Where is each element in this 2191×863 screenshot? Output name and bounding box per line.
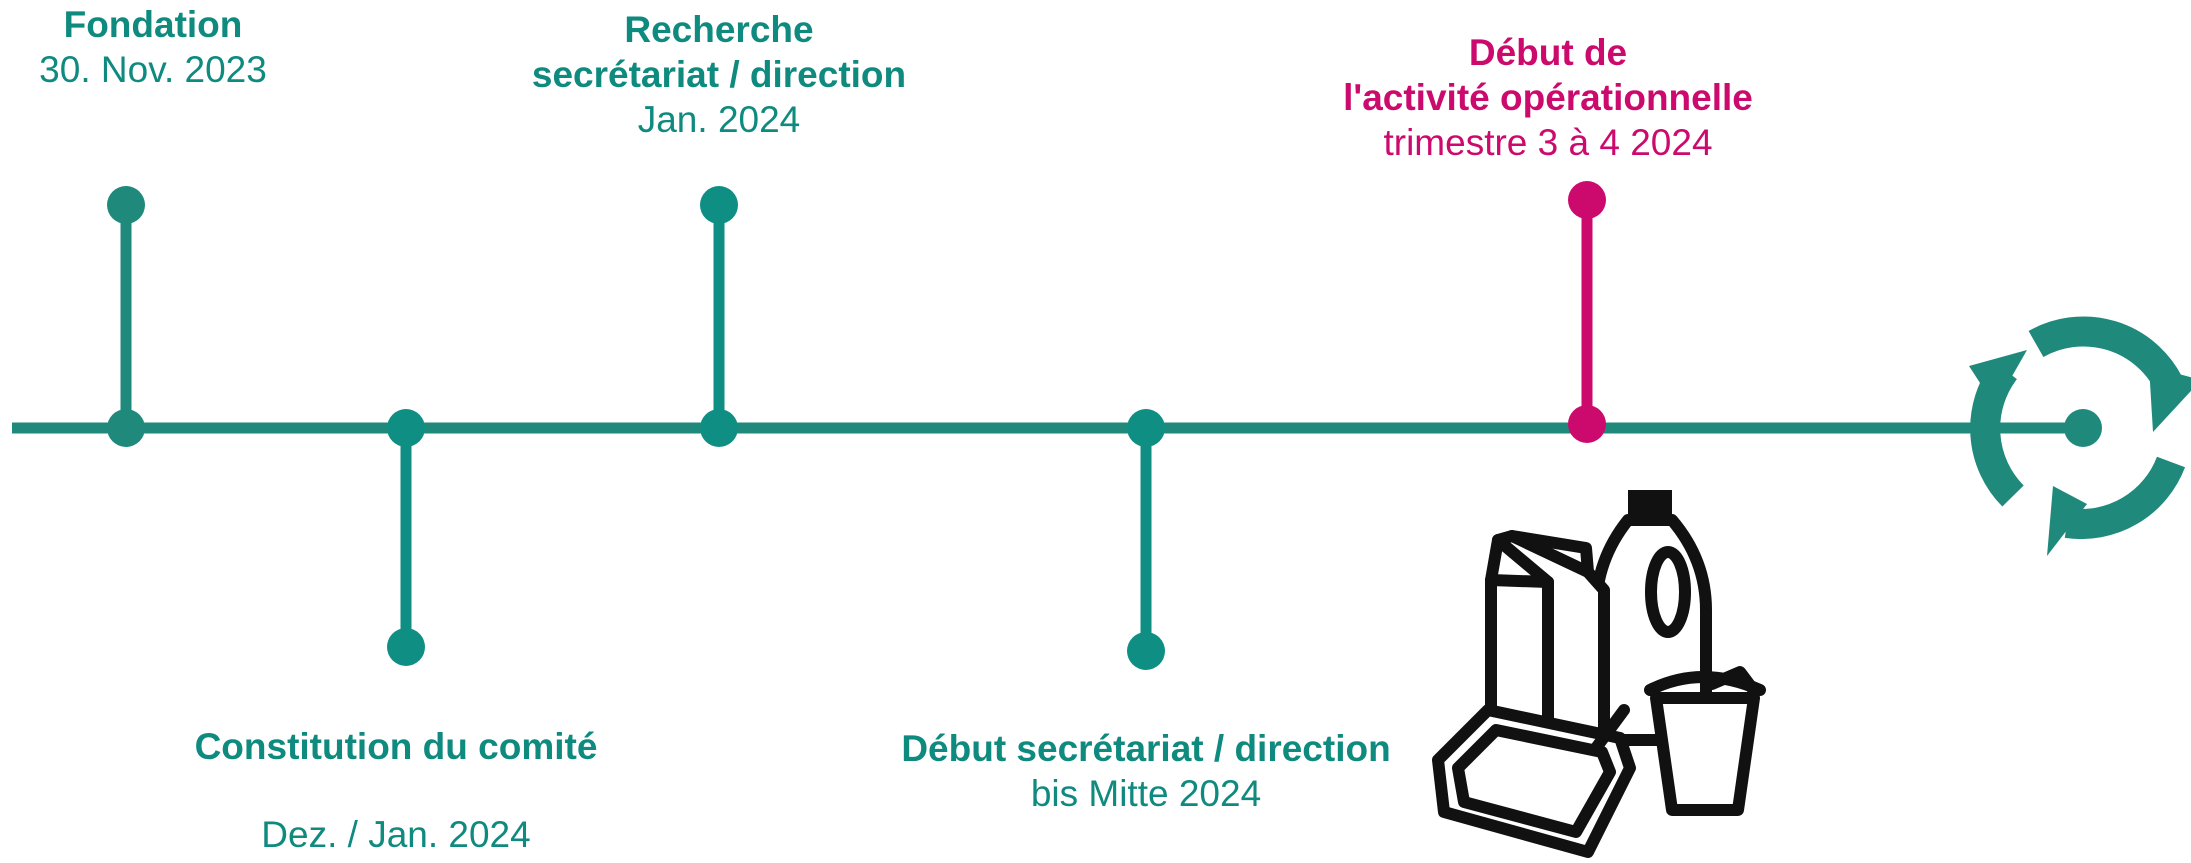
milestone-debut-secretariat: Début secrétariat / direction bis Mitte … bbox=[901, 726, 1390, 816]
milestone-stem-comite bbox=[387, 409, 425, 666]
recycle-arrows-icon bbox=[1969, 316, 2191, 556]
milestone-date: Dez. / Jan. 2024 bbox=[261, 814, 531, 855]
milestone-date: 30. Nov. 2023 bbox=[39, 49, 267, 90]
packaging-waste-icon bbox=[1432, 490, 1766, 858]
milestone-date: Jan. 2024 bbox=[637, 99, 801, 140]
milestone-stem-activite bbox=[1568, 181, 1606, 443]
milestone-recherche: Recherche secrétariat / direction Jan. 2… bbox=[532, 7, 906, 142]
milestone-stem-fondation bbox=[107, 186, 145, 447]
milestone-date: trimestre 3 à 4 2024 bbox=[1383, 122, 1713, 163]
milestone-stem-recherche bbox=[700, 186, 738, 447]
milestone-activite: Début de l'activité opérationnelle trime… bbox=[1343, 30, 1753, 165]
milestone-title: Début secrétariat / direction bbox=[901, 728, 1391, 769]
milestone-title-line-1: Début de bbox=[1468, 32, 1628, 73]
milestone-fondation: Fondation 30. Nov. 2023 bbox=[39, 2, 267, 92]
milestone-title-line-2: l'activité opérationnelle bbox=[1343, 77, 1753, 118]
milestone-title: Fondation bbox=[63, 4, 243, 45]
milestone-title-line-1: Recherche bbox=[624, 9, 814, 50]
milestone-comite: Constitution du comité Dez. / Jan. 2024 bbox=[195, 724, 598, 857]
milestone-stem-debut-secretariat bbox=[1127, 409, 1165, 670]
milestone-title-line-2: secrétariat / direction bbox=[531, 54, 907, 95]
milestone-date: bis Mitte 2024 bbox=[1030, 773, 1262, 814]
milestone-title: Constitution du comité bbox=[194, 726, 598, 767]
